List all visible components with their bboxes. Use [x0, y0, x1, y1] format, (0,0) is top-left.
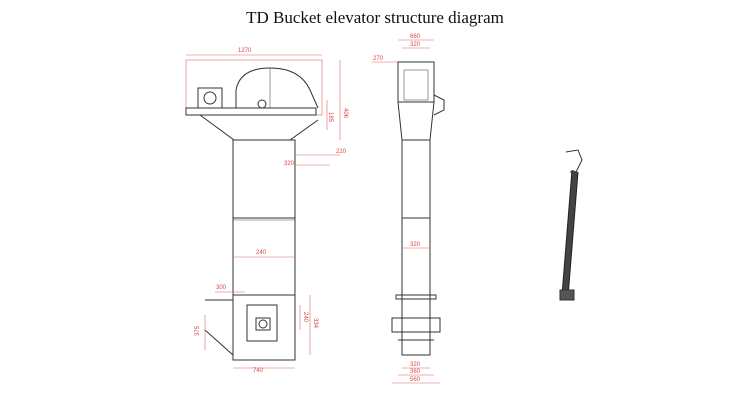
- label-casing-width: 240: [256, 250, 267, 256]
- label-window-height: 240: [302, 312, 308, 323]
- side-head: [397, 61, 435, 103]
- side-tail-shaft: [391, 317, 441, 333]
- label-side-bottom-2: 360: [410, 369, 421, 375]
- tail-bearing: [255, 317, 271, 331]
- label-side-offset: 270: [373, 56, 384, 62]
- label-outlet-offset: 220: [336, 149, 347, 155]
- label-base-width: 740: [253, 368, 264, 374]
- label-side-bottom-1: 320: [410, 362, 421, 368]
- label-inlet-height: 375: [195, 325, 201, 336]
- label-head-height: 406: [342, 108, 348, 119]
- inlet-chute: [204, 299, 234, 356]
- side-head-inner: [403, 69, 429, 101]
- diagram-title: TD Bucket elevator structure diagram: [246, 8, 504, 27]
- discharge-chute: [199, 114, 319, 141]
- label-outlet-height: 185: [327, 112, 333, 123]
- label-boot-height: 334: [312, 318, 318, 329]
- mini-casing: [561, 169, 579, 298]
- front-view: [185, 54, 341, 369]
- side-casing: [401, 139, 431, 356]
- side-motor: [433, 94, 445, 116]
- side-boot-flange: [395, 294, 437, 300]
- tail-pulley: [258, 319, 268, 329]
- mini-head: [565, 149, 583, 173]
- label-side-top-2: 320: [410, 42, 421, 48]
- label-side-top-1: 660: [410, 34, 421, 40]
- boot-window: [246, 304, 278, 342]
- elevator-3d-view: [559, 149, 583, 301]
- head-platform: [185, 107, 317, 116]
- label-side-width: 320: [410, 242, 421, 248]
- head-hood: [235, 67, 319, 109]
- label-head-width: 1270: [238, 48, 252, 54]
- label-side-bottom-3: 560: [410, 377, 421, 383]
- mini-boot: [559, 289, 575, 301]
- side-head-taper: [397, 101, 435, 141]
- motor-pulley: [203, 91, 217, 105]
- label-inlet-width: 300: [216, 285, 227, 291]
- head-sprocket: [257, 99, 267, 109]
- label-casing-offset: 320: [284, 161, 295, 167]
- motor-unit: [197, 87, 223, 109]
- side-view: [372, 39, 445, 384]
